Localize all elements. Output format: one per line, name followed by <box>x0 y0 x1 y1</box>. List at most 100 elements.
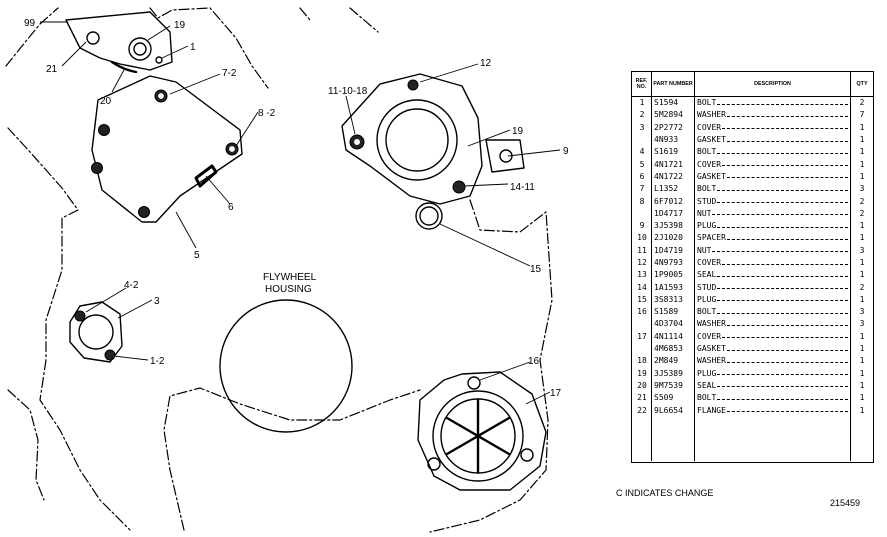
bracket-plug-inner <box>133 42 147 56</box>
leader-dots <box>712 251 848 253</box>
cell-part-number: S509 <box>654 394 674 403</box>
cell-ref-no: 2 <box>639 111 645 120</box>
flywheel-housing-label-2: HOUSING <box>265 284 312 295</box>
description-text: SEAL <box>697 381 717 390</box>
cell-description: BOLT <box>695 99 851 107</box>
top-bracket <box>65 11 173 71</box>
cell-description: NUT <box>695 247 851 255</box>
cell-ref-no: 8 <box>639 197 645 206</box>
seal-ring-inner <box>419 206 439 226</box>
leader-dots <box>717 103 848 105</box>
cell-description: SEAL <box>695 382 851 390</box>
cell-description: STUD <box>695 198 851 206</box>
cell-ref-no: 12 <box>637 259 647 267</box>
cell-part-number: 4D3704 <box>654 320 683 329</box>
description-text: SPACER <box>697 234 726 243</box>
cell-description: COVER <box>695 124 851 132</box>
leader-dots <box>722 128 848 130</box>
callout-5-left: 5 <box>194 250 200 261</box>
cell-ref-no: 19 <box>637 369 647 378</box>
cell-qty: 1 <box>859 148 865 157</box>
cell-qty: 1 <box>859 332 865 341</box>
cell-part-number: 2P2772 <box>654 123 683 132</box>
right-cover <box>341 73 483 205</box>
description-text: COVER <box>697 332 722 341</box>
cell-ref-no: 17 <box>637 332 647 341</box>
description-text: PLUG <box>697 369 717 378</box>
leader-dots <box>722 263 848 265</box>
cell-ref-no: 18 <box>637 357 647 366</box>
leader-dots <box>726 115 848 117</box>
flange-bolt-hole-1 <box>467 376 481 390</box>
leader-dots <box>717 275 848 277</box>
cell-ref-no: 20 <box>637 381 647 390</box>
leader-dots <box>726 140 848 142</box>
left-cover-plate <box>91 75 243 223</box>
leader-dots <box>717 300 848 302</box>
leader-dots <box>717 189 848 191</box>
cell-description: GASKET <box>695 345 851 353</box>
left-cover-gasket <box>194 164 218 188</box>
callout-19-right: 19 <box>512 126 524 137</box>
callout-16: 16 <box>528 356 540 367</box>
cell-qty: 1 <box>859 369 865 378</box>
cell-qty: 1 <box>859 394 865 403</box>
cell-ref-no: 9 <box>639 222 645 231</box>
right-cover-bore-outer <box>376 99 458 181</box>
cell-ref-no: 14 <box>637 283 647 292</box>
callout-labels: 99 19 21 1 20 7-2 8 -2 6 5 11-10-18 12 1… <box>24 18 569 399</box>
cell-part-number: 4N1722 <box>654 172 683 181</box>
cell-description: GASKET <box>695 136 851 144</box>
cell-part-number: 2M849 <box>654 357 679 366</box>
flange-bolt-hole-3 <box>520 448 534 462</box>
description-text: GASKET <box>697 136 726 145</box>
cell-description: COVER <box>695 161 851 169</box>
cell-part-number: S1619 <box>654 148 679 157</box>
flywheel-opening <box>219 299 353 433</box>
cell-description: NUT <box>695 210 851 218</box>
cell-ref-no: 3 <box>639 123 645 132</box>
cell-description: PLUG <box>695 296 851 304</box>
description-text: NUT <box>697 209 712 218</box>
leader-dots <box>726 349 848 351</box>
description-text: BOLT <box>697 308 717 317</box>
cell-part-number: 2J1020 <box>654 234 683 243</box>
cell-part-number: S1589 <box>654 308 679 317</box>
cell-qty: 3 <box>859 320 865 329</box>
seal-strip <box>110 60 138 74</box>
bolt-left-c <box>138 206 150 218</box>
description-text: GASKET <box>697 172 726 181</box>
description-text: PLUG <box>697 222 717 231</box>
cell-qty: 1 <box>859 234 865 243</box>
description-text: STUD <box>697 283 717 292</box>
cell-part-number: 9M7539 <box>654 381 683 390</box>
cell-description: FLANGE <box>695 407 851 415</box>
description-text: COVER <box>697 259 722 267</box>
cell-ref-no: 22 <box>637 406 647 415</box>
flange-spokes <box>445 398 511 474</box>
callout-6: 6 <box>228 202 234 213</box>
cover-bolt-top <box>407 79 419 91</box>
cell-qty: 3 <box>859 308 865 317</box>
callout-1: 1 <box>190 42 196 53</box>
cell-ref-no: 6 <box>639 172 645 181</box>
leader-dots <box>717 312 848 314</box>
description-text: BOLT <box>697 148 717 157</box>
cell-part-number: 1P9005 <box>654 271 683 280</box>
drawing-number: 215459 <box>830 498 861 508</box>
housing-outline <box>5 7 553 533</box>
leader-dots <box>712 214 848 216</box>
cell-part-number: L1352 <box>654 185 679 194</box>
description-text: WASHER <box>697 111 726 120</box>
cell-description: SEAL <box>695 271 851 279</box>
cell-part-number: 1D4719 <box>654 246 683 255</box>
